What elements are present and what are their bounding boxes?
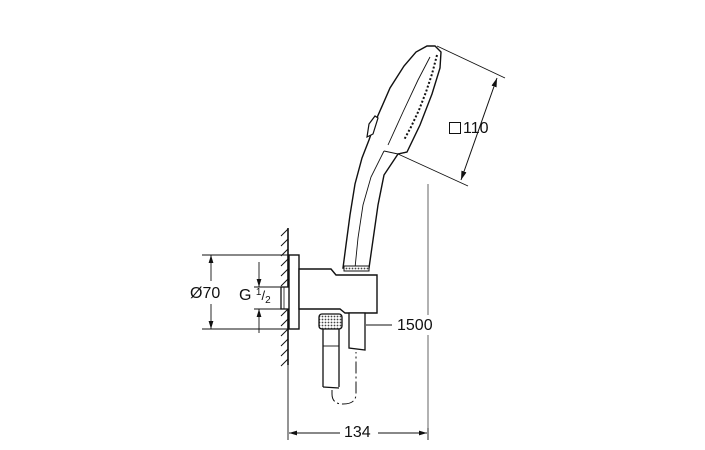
holder-lug [348, 312, 366, 351]
hose-loop [331, 352, 357, 405]
dimension-flange-diameter [202, 254, 289, 330]
holder-body [298, 268, 378, 314]
square-symbol-icon [449, 122, 461, 134]
dimension-thread [254, 262, 281, 333]
hand-shower [342, 45, 442, 272]
label-hose-length: 1500 [397, 317, 433, 334]
knurled-nut [318, 313, 343, 330]
wall-flange [288, 254, 300, 330]
dimension-projection [287, 365, 429, 440]
dimension-hose-length [366, 184, 429, 428]
label-projection: 134 [344, 424, 371, 441]
label-head-size: 110 [449, 121, 489, 137]
label-thread: G 1/2 [239, 287, 271, 306]
dimension-head-size [397, 45, 506, 187]
hose [322, 329, 340, 389]
label-flange-diameter: Ø70 [190, 285, 221, 302]
